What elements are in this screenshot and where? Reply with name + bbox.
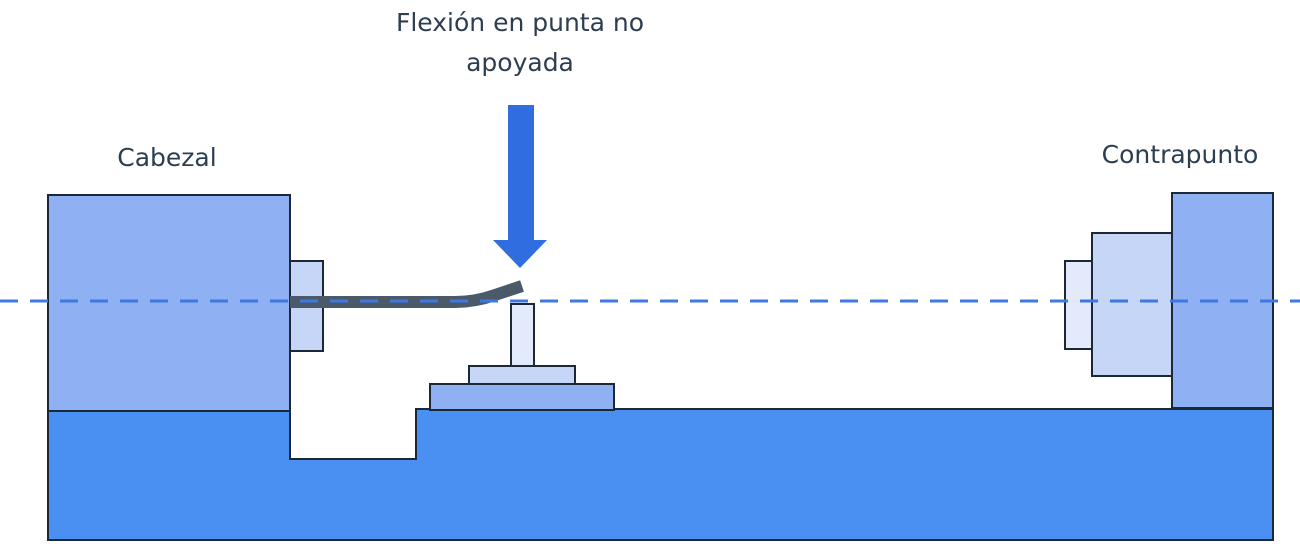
headstock-label: Cabezal xyxy=(117,143,216,172)
tool-post-pin xyxy=(510,303,535,367)
force-label-line2: apoyada xyxy=(466,48,574,77)
down-arrow-icon xyxy=(493,105,547,268)
headstock-body xyxy=(47,194,291,412)
tailstock-quill xyxy=(1091,232,1173,377)
tool-post-base xyxy=(429,383,615,411)
tailstock-center xyxy=(1064,260,1093,350)
tailstock-label: Contrapunto xyxy=(1102,140,1259,169)
tool-post-middle xyxy=(468,365,576,385)
tailstock-body xyxy=(1171,192,1274,409)
force-label-line1: Flexión en punta no xyxy=(396,8,644,37)
lathe-bed xyxy=(47,408,1274,541)
